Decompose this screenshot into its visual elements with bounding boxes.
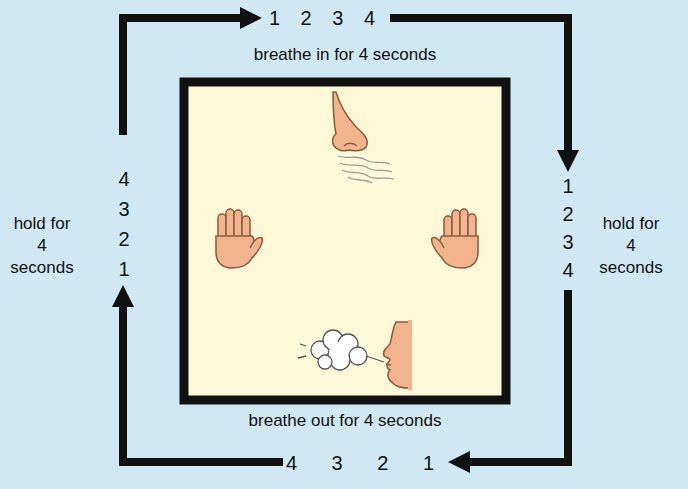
arrow-head [557, 150, 579, 172]
face-edge [408, 320, 412, 390]
air-wisp [348, 177, 372, 183]
thumb [432, 237, 444, 258]
air-wisp [338, 156, 390, 164]
nostril [344, 143, 357, 146]
palm [439, 236, 478, 268]
hand-illustration [432, 209, 478, 268]
nose-shape [333, 92, 368, 151]
count-numbers: 4 3 2 1 [114, 164, 134, 284]
arrow-heads [112, 7, 579, 473]
cycle-arrows [123, 18, 568, 462]
breath-line [366, 356, 384, 362]
step-label: breathe in for 4 seconds [220, 44, 470, 66]
arrow-head [112, 285, 134, 307]
count-numbers: 4 3 2 1 [270, 450, 450, 476]
face-profile [383, 322, 410, 388]
count-numbers: 1 2 3 4 [252, 5, 392, 31]
arrow-head [448, 451, 470, 473]
thumb [250, 237, 262, 258]
exhale-illustration [298, 320, 412, 390]
air-wisps [338, 156, 394, 183]
breath-cloud [298, 330, 384, 370]
arrow-head [240, 7, 262, 29]
step-label: hold for 4 seconds [8, 213, 76, 279]
step-label: hold for 4 seconds [597, 213, 665, 279]
breathing-square [184, 82, 506, 400]
count-numbers: 1 2 3 4 [558, 172, 578, 284]
air-wisp [340, 163, 392, 172]
hand-illustration [216, 209, 262, 268]
lips [386, 364, 391, 365]
cloud-puff [318, 355, 332, 369]
cloud-puff [349, 347, 367, 365]
cloud-fill [329, 342, 349, 362]
breath-line [298, 344, 306, 358]
step-label: breathe out for 4 seconds [220, 410, 470, 432]
nose-illustration [333, 92, 394, 183]
palm [216, 236, 255, 268]
